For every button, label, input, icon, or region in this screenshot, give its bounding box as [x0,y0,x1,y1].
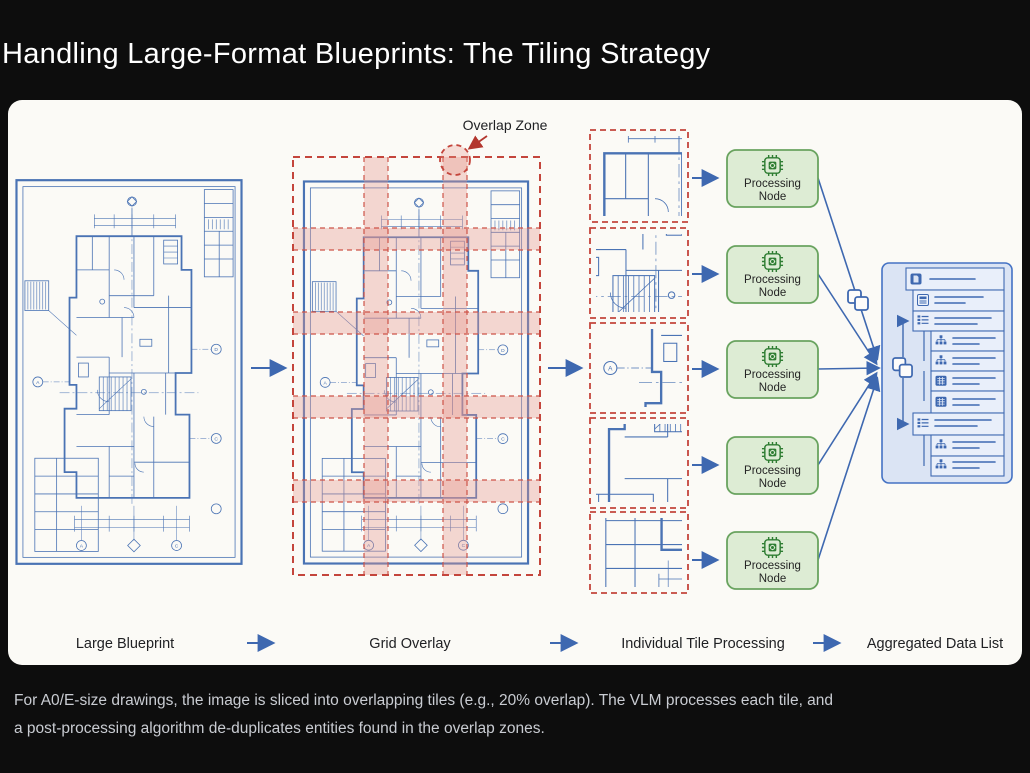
svg-text:Node: Node [759,478,787,490]
svg-text:Node: Node [759,573,787,585]
stage-label-large-blueprint: Large Blueprint [76,636,174,652]
stage-label-grid-overlay: Grid Overlay [369,636,451,652]
svg-text:Node: Node [759,191,787,203]
processing-node-2: Processing Node [726,245,819,304]
list-tree-connectors [896,314,925,466]
svg-text:Node: Node [759,287,787,299]
chip-icon [761,250,784,273]
diagram-panel: A D C A C [8,100,1022,665]
svg-text:Processing: Processing [744,369,801,381]
list-row-group-b [912,412,1005,436]
tile-to-node-arrows [692,169,720,569]
svg-text:Processing: Processing [744,560,801,572]
caption-line-2: a post-processing algorithm de-duplicate… [14,719,545,737]
tile-1 [589,129,689,223]
tile-3 [589,322,689,414]
chip-icon [761,536,784,559]
chip-icon [761,441,784,464]
stage-labels: Large Blueprint Grid Overlay Individual … [76,634,1003,652]
list-row-entity [930,434,1005,457]
processing-node-3: Processing Node [726,340,819,399]
aggregated-data-list [881,262,1013,484]
processing-node-4: Processing Node [726,436,819,495]
table-icon [935,375,947,387]
form-icon [917,294,929,306]
list-row-group-a [912,310,1005,332]
svg-text:Node: Node [759,382,787,394]
chip-icon [761,154,784,177]
list-row-form [912,289,1005,312]
large-blueprint [15,179,243,565]
list-row-table [930,390,1005,414]
processing-node-5: Processing Node [726,531,819,590]
processing-node-1: Processing Node [726,149,819,208]
list-icon [917,418,929,428]
list-row-entity [930,455,1005,477]
document-icon [910,273,922,285]
overlap-bands [293,157,540,575]
caption-line-1: For A0/E-size drawings, the image is sli… [14,692,834,709]
node-to-list-arrows [817,177,881,561]
tile-2 [589,227,689,319]
list-row-entity [930,350,1005,372]
svg-text:Processing: Processing [744,274,801,286]
slide-caption: For A0/E-size drawings, the image is sli… [14,687,1018,742]
overlap-zone-circle [439,144,471,176]
overlap-zone-pointer-arrow [467,135,488,150]
copy-icon [847,289,869,311]
list-row-document [905,267,1005,291]
stage-label-tile-processing: Individual Tile Processing [621,636,785,652]
table-icon [935,396,947,408]
tiling-diagram: A D C A C [15,117,1013,652]
grid-overlay-border [292,156,541,576]
slide-title: Handling Large-Format Blueprints: The Ti… [2,38,711,70]
list-icon [917,315,929,325]
grid-overlay [292,144,541,576]
list-row-table [930,370,1005,392]
overlap-zone-label: Overlap Zone [463,117,548,133]
chip-icon [761,345,784,368]
svg-text:Processing: Processing [744,465,801,477]
svg-text:Processing: Processing [744,178,801,190]
list-row-entity [930,330,1005,352]
stage-label-aggregated-list: Aggregated Data List [867,636,1003,652]
tile-4 [589,417,689,509]
